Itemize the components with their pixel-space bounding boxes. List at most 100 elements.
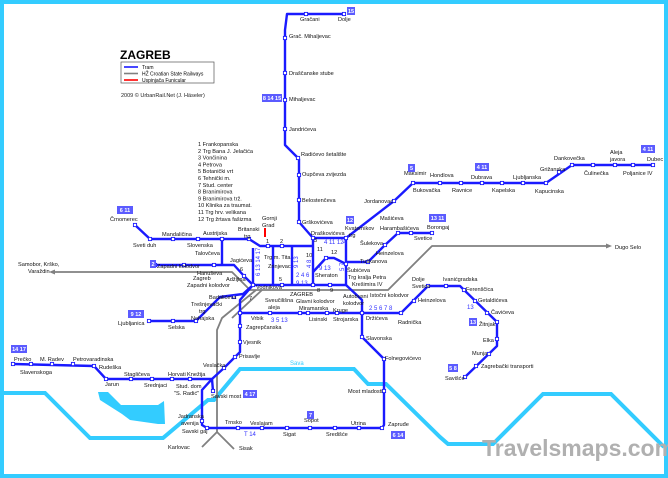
station-node[interactable] (499, 180, 505, 186)
station-node[interactable] (429, 230, 435, 236)
station-node[interactable] (237, 310, 243, 316)
station-node[interactable] (241, 273, 247, 279)
station-node[interactable] (381, 356, 387, 362)
station-node[interactable] (282, 97, 288, 103)
station-node[interactable] (341, 11, 347, 17)
station-node[interactable] (181, 262, 187, 268)
station-node[interactable] (343, 235, 349, 241)
station-node[interactable] (472, 298, 478, 304)
station-node[interactable] (149, 376, 155, 382)
station-node[interactable] (49, 361, 55, 367)
station-node[interactable] (147, 236, 153, 242)
station-node[interactable] (612, 162, 618, 168)
station-node[interactable] (103, 376, 109, 382)
station-node[interactable] (398, 310, 404, 316)
station-node[interactable] (195, 236, 201, 242)
station-node[interactable] (543, 180, 549, 186)
station-node[interactable] (324, 310, 330, 316)
station-node[interactable] (359, 334, 365, 340)
station-node[interactable] (332, 425, 338, 431)
station-node[interactable] (296, 172, 302, 178)
station-node[interactable] (10, 361, 16, 367)
station-node[interactable] (282, 126, 288, 132)
station-node[interactable] (443, 283, 449, 289)
station-node[interactable] (410, 180, 416, 186)
station-node[interactable] (462, 374, 468, 380)
station-node[interactable] (297, 310, 303, 316)
station-node[interactable] (334, 310, 340, 316)
station-node[interactable] (343, 261, 349, 267)
station-node[interactable] (221, 365, 227, 371)
station-node[interactable] (246, 236, 252, 242)
station-node[interactable] (590, 162, 596, 168)
station-node[interactable] (650, 162, 656, 168)
station-node[interactable] (235, 425, 241, 431)
station-node[interactable] (425, 283, 431, 289)
station-node[interactable] (232, 354, 238, 360)
station-node[interactable] (219, 236, 225, 242)
station-node[interactable] (279, 282, 285, 288)
station-node[interactable] (204, 425, 210, 431)
station-node[interactable] (282, 70, 288, 76)
station-node[interactable] (250, 282, 256, 288)
station-node[interactable] (484, 310, 490, 316)
station-node[interactable] (486, 351, 492, 357)
station-node[interactable] (70, 361, 76, 367)
station-node[interactable] (494, 336, 500, 342)
station-node[interactable] (310, 282, 316, 288)
station-node[interactable] (28, 361, 34, 367)
station-label: Prečko (14, 357, 31, 363)
station-node[interactable] (408, 230, 414, 236)
station-node[interactable] (146, 318, 152, 324)
station-node[interactable] (211, 262, 217, 268)
station-node[interactable] (379, 425, 385, 431)
station-node[interactable] (170, 236, 176, 242)
station-node[interactable] (210, 388, 216, 394)
station-node[interactable] (381, 388, 387, 394)
station-node[interactable] (630, 162, 636, 168)
station-node[interactable] (411, 298, 417, 304)
station-node[interactable] (556, 169, 562, 175)
station-node[interactable] (231, 294, 237, 300)
station-node[interactable] (382, 242, 388, 248)
station-node[interactable] (305, 310, 311, 316)
station-node[interactable] (473, 363, 479, 369)
station-node[interactable] (479, 180, 485, 186)
station-node[interactable] (395, 230, 401, 236)
station-node[interactable] (237, 323, 243, 329)
station-node[interactable] (296, 219, 302, 225)
station-node[interactable] (265, 243, 271, 249)
station-node[interactable] (237, 339, 243, 345)
station-node[interactable] (391, 198, 397, 204)
station-node[interactable] (193, 318, 199, 324)
station-node[interactable] (169, 376, 175, 382)
station-node[interactable] (520, 180, 526, 186)
station-node[interactable] (356, 425, 362, 431)
station-node[interactable] (569, 162, 575, 168)
station-node[interactable] (187, 376, 193, 382)
station-node[interactable] (365, 259, 371, 265)
station-node[interactable] (91, 363, 97, 369)
station-node[interactable] (461, 287, 467, 293)
station-node[interactable] (296, 197, 302, 203)
station-node[interactable] (132, 222, 138, 228)
station-node[interactable] (199, 418, 205, 424)
station-node[interactable] (327, 282, 333, 288)
station-node[interactable] (295, 155, 301, 161)
station-node[interactable] (279, 243, 285, 249)
station-node[interactable] (458, 180, 464, 186)
station-node[interactable] (170, 318, 176, 324)
station-node[interactable] (310, 235, 316, 241)
station-node[interactable] (307, 425, 313, 431)
station-node[interactable] (437, 180, 443, 186)
station-node[interactable] (494, 319, 500, 325)
station-node[interactable] (128, 376, 134, 382)
station-node[interactable] (284, 425, 290, 431)
station-node[interactable] (259, 425, 265, 431)
station-node[interactable] (267, 310, 273, 316)
station-node[interactable] (359, 310, 365, 316)
station-node[interactable] (303, 11, 309, 17)
station-node[interactable] (323, 255, 329, 261)
station-node[interactable] (282, 35, 288, 41)
